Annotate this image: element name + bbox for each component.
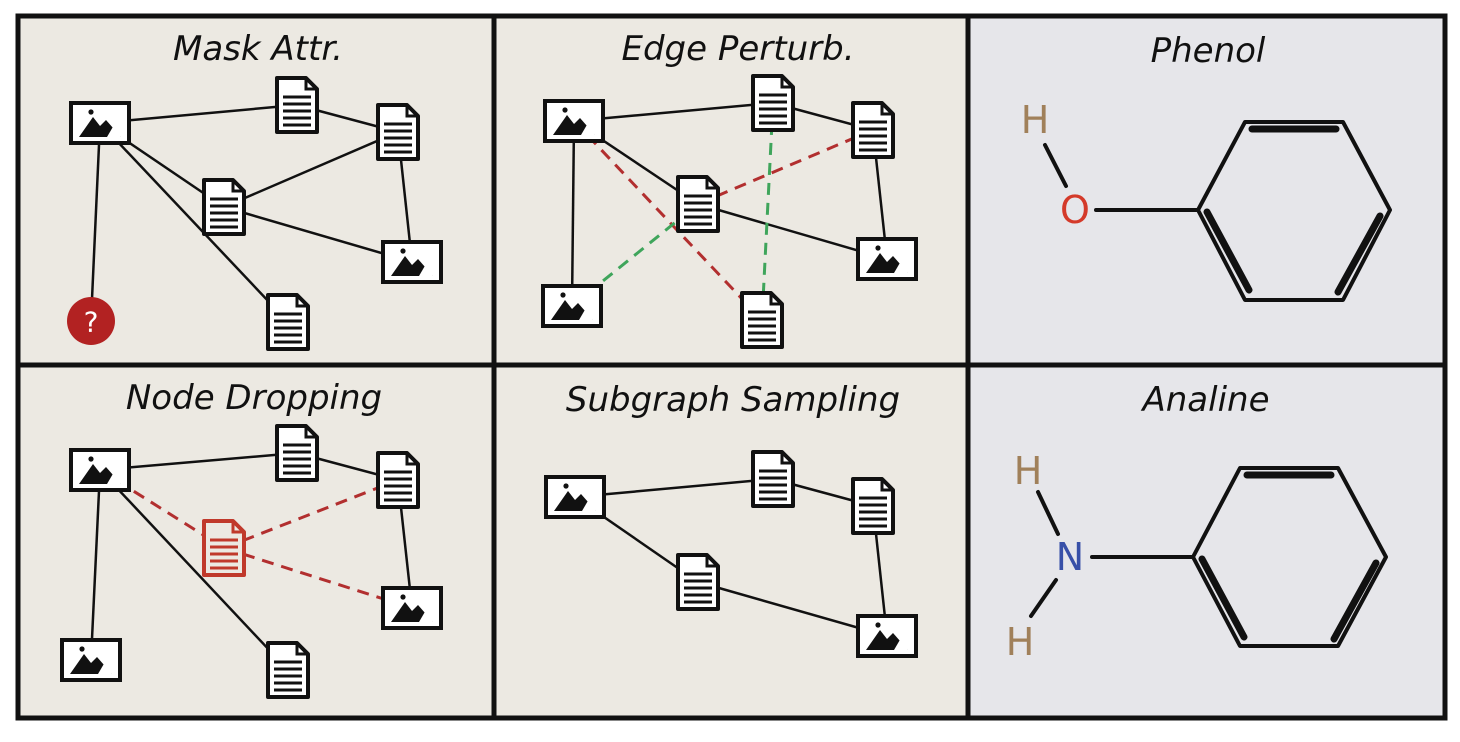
document-icon	[275, 424, 319, 482]
analine-atom-n: N	[1056, 535, 1084, 579]
panel-subgraph-sampling	[494, 365, 968, 718]
document-icon	[751, 450, 795, 508]
image-icon	[69, 448, 131, 492]
image-icon	[541, 284, 603, 328]
document-icon	[751, 74, 795, 132]
masked-node	[67, 297, 115, 345]
image-icon	[69, 101, 131, 145]
analine-atom-h-bottom: H	[1006, 620, 1035, 664]
image-icon	[856, 614, 918, 658]
document-icon	[740, 291, 784, 349]
phenol-atom-h: H	[1021, 98, 1050, 142]
document-icon	[202, 178, 246, 236]
node-dropping-graph	[60, 424, 443, 699]
panel-analine	[968, 365, 1445, 718]
image-icon	[381, 240, 443, 284]
analine-title: Analine	[1140, 380, 1269, 420]
document-icon	[676, 553, 720, 611]
node-dropping-title: Node Dropping	[126, 378, 382, 418]
image-icon	[544, 475, 606, 519]
image-icon	[381, 586, 443, 630]
image-icon	[543, 99, 605, 143]
document-icon	[851, 477, 895, 535]
mask-attr-title: Mask Attr.	[173, 29, 343, 69]
analine-bonds	[1029, 466, 1388, 648]
mask-attr-graph: ?	[67, 76, 443, 351]
document-icon	[376, 451, 420, 509]
image-icon	[856, 237, 918, 281]
analine-atom-h-top: H	[1014, 449, 1043, 493]
document-icon	[676, 175, 720, 233]
phenol-atom-o: O	[1060, 188, 1090, 232]
masked-node-symbol: ?	[84, 306, 99, 339]
panel-grid	[15, 13, 1448, 721]
edge-perturb-title: Edge Perturb.	[621, 29, 854, 69]
removed-edges	[572, 119, 874, 322]
dropped-document-icon	[202, 519, 246, 577]
phenol-molecule: H O	[1021, 98, 1392, 302]
document-icon	[275, 76, 319, 134]
edge-perturb-graph	[541, 74, 918, 349]
image-icon	[60, 638, 122, 682]
analine-molecule: H N H	[1006, 449, 1388, 664]
phenol-title: Phenol	[1151, 31, 1266, 71]
document-icon	[266, 293, 310, 351]
subgraph-sampling-title: Subgraph Sampling	[566, 380, 900, 420]
document-icon	[376, 103, 420, 161]
phenol-bonds	[1043, 120, 1392, 302]
subgraph-sampling-graph	[544, 450, 918, 658]
document-icon	[851, 101, 895, 159]
document-icon	[266, 641, 310, 699]
